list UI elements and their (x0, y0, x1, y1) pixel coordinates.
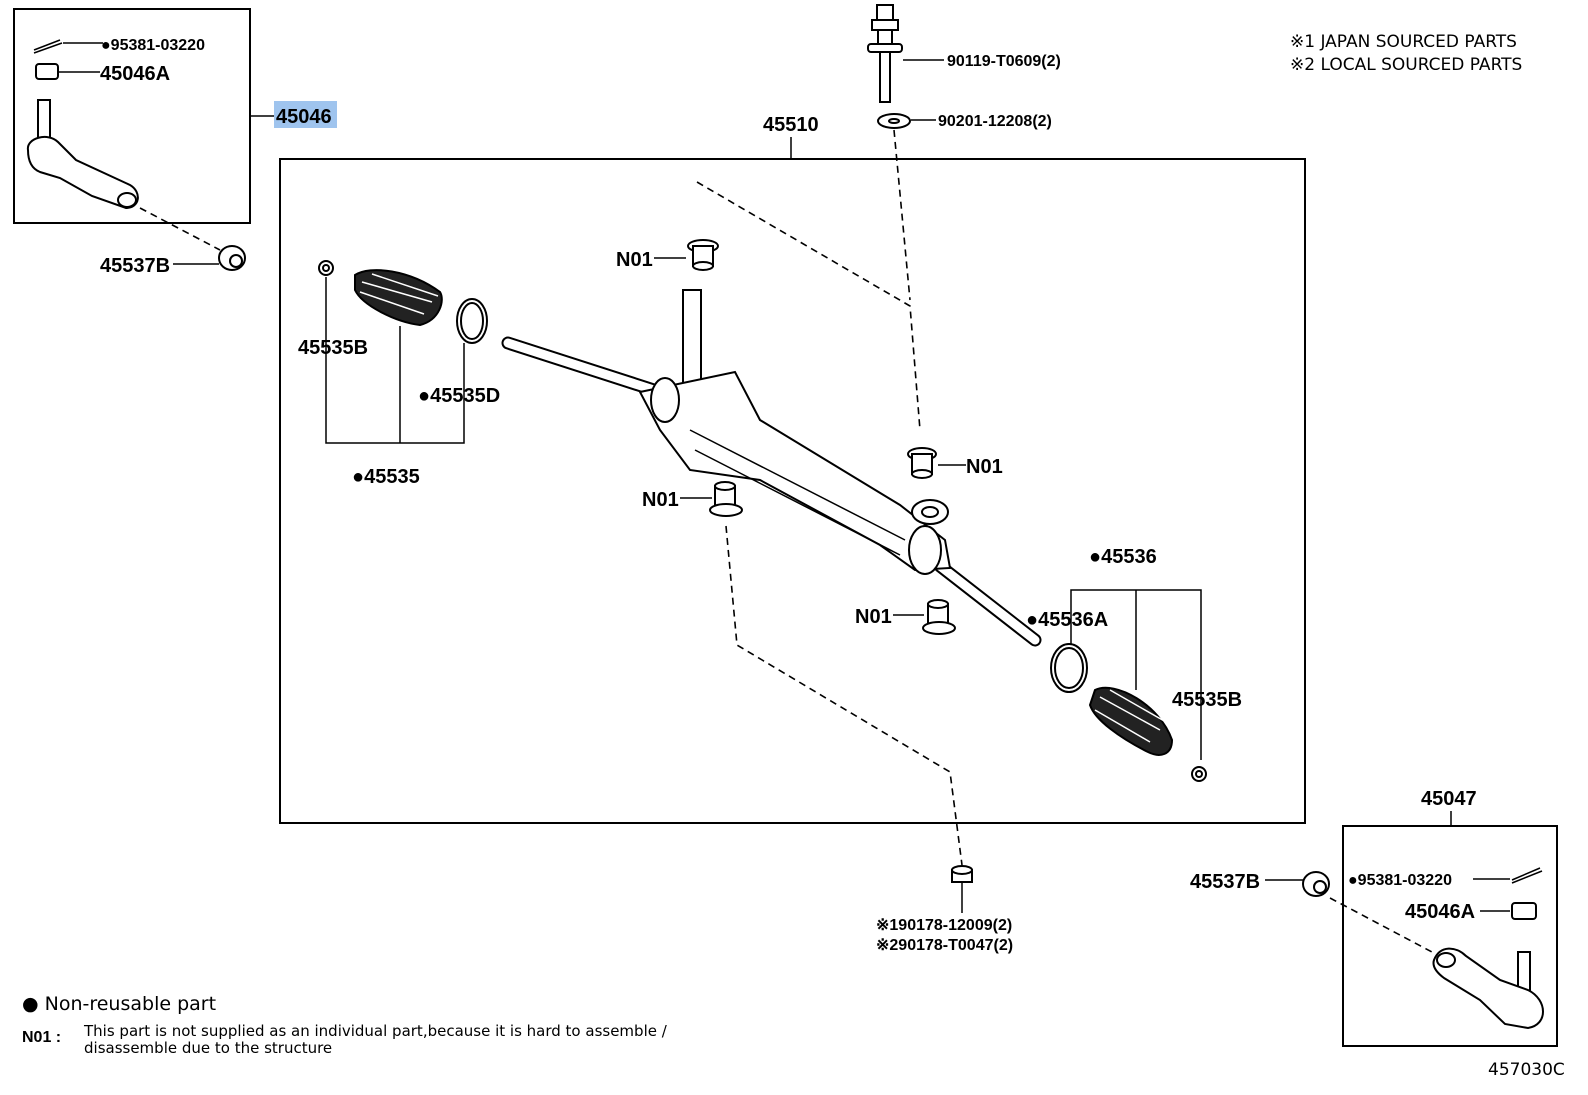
callout-clamp-left[interactable]: ●45535D (418, 385, 500, 407)
callout-rack-assembly[interactable]: 45510 (763, 114, 819, 136)
bushing-mid-left-icon (709, 481, 743, 517)
boot-right-icon (1088, 686, 1174, 756)
cotter-pin-right-icon (1511, 867, 1543, 884)
note-local-sourced: ※2 LOCAL SOURCED PARTS (1290, 55, 1522, 75)
callout-nut-bottom-1[interactable]: ※190178-12009(2) (876, 917, 1012, 934)
callout-bolt[interactable]: 90119-T0609(2) (947, 53, 1061, 70)
bushing-top-icon (687, 239, 719, 271)
callout-boot-kit-right[interactable]: ●45536 (1089, 546, 1157, 568)
legend-non-reusable: ● Non-reusable part (22, 993, 216, 1015)
callout-cotter-pin-left[interactable]: ●95381-03220 (101, 37, 205, 54)
callout-clip-right[interactable]: 45535B (1172, 689, 1242, 711)
callout-washer[interactable]: 90201-12208(2) (938, 113, 1052, 130)
clip-left-icon (318, 260, 334, 276)
callout-tie-rod-end-left[interactable]: 45046 (276, 106, 332, 128)
diagram-code: 457030C (1488, 1060, 1565, 1080)
callout-boot-right[interactable]: 45537B (1190, 871, 1260, 893)
cotter-pin-left-icon (33, 39, 63, 54)
legend-n01-line1: This part is not supplied as an individu… (83, 1022, 668, 1040)
boot-left-icon (354, 269, 443, 327)
callout-nut-left[interactable]: 45046A (100, 63, 170, 85)
castle-nut-left-icon (35, 63, 59, 80)
note-japan-sourced: ※1 JAPAN SOURCED PARTS (1290, 32, 1517, 52)
callout-nut-right[interactable]: 45046A (1405, 901, 1475, 923)
bushing-low-icon (922, 599, 956, 635)
castle-nut-right-icon (1511, 902, 1537, 920)
callout-bushing-mid-left[interactable]: N01 (642, 489, 679, 511)
callout-cotter-pin-right[interactable]: ●95381-03220 (1348, 872, 1452, 889)
callout-bushing-mid-right[interactable]: N01 (966, 456, 1003, 478)
callout-clamp-right[interactable]: ●45536A (1026, 609, 1108, 631)
callout-bushing-top[interactable]: N01 (616, 249, 653, 271)
bushing-mid-right-icon (907, 447, 937, 479)
callout-clip-left[interactable]: 45535B (298, 337, 368, 359)
tie-rod-end-left-icon (26, 99, 139, 210)
clip-right-icon (1191, 766, 1207, 782)
callout-tie-rod-end-right[interactable]: 45047 (1421, 788, 1477, 810)
tie-rod-end-right-icon (1432, 947, 1544, 1030)
rack-assembly-frame (279, 158, 1306, 824)
nut-bottom-icon (951, 865, 973, 883)
legend-n01-line2: disassemble due to the structure (84, 1039, 332, 1057)
tie-rod-end-right-frame (1342, 825, 1558, 1047)
legend-n01-code: N01 : (22, 1029, 61, 1046)
callout-nut-bottom-2[interactable]: ※290178-T0047(2) (876, 937, 1013, 954)
callout-boot-left[interactable]: 45537B (100, 255, 170, 277)
callout-bushing-low[interactable]: N01 (855, 606, 892, 628)
bolt-icon (867, 4, 903, 103)
highlight-45046 (274, 101, 337, 128)
steering-rack-icon (501, 289, 1042, 647)
callout-boot-kit-left[interactable]: ●45535 (352, 466, 420, 488)
